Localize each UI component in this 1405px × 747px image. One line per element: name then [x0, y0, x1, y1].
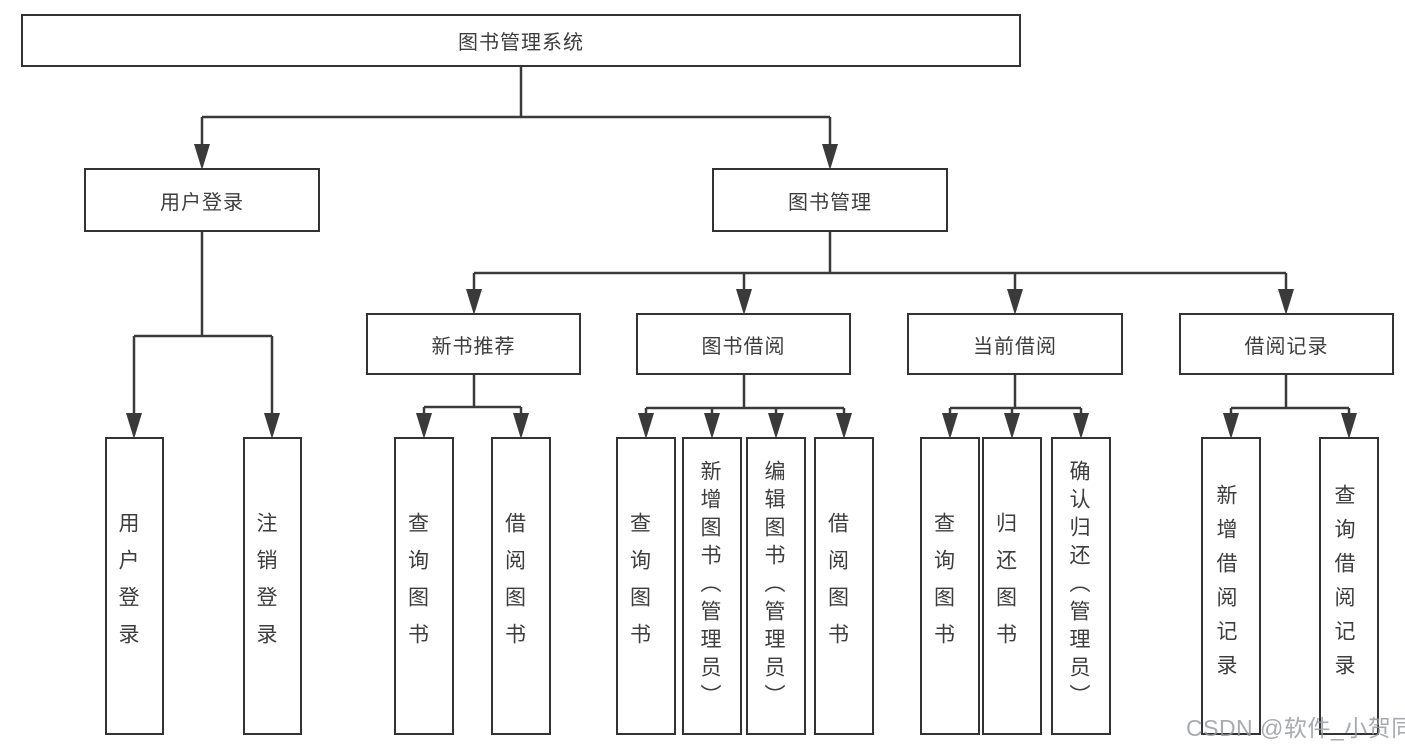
leaf-logout: 注销登录	[243, 437, 302, 735]
leaf-borrow-books-borrowing: 借阅图书	[814, 437, 874, 735]
leaf-return-books: 归还图书	[982, 437, 1042, 735]
leaf-confirm-return-admin: 确认归还（管理员）	[1051, 437, 1111, 735]
node-user-login: 用户登录	[84, 168, 320, 232]
node-book-management: 图书管理	[712, 168, 948, 232]
node-current-borrowing: 当前借阅	[907, 313, 1123, 375]
leaf-user-login: 用户登录	[105, 437, 164, 735]
node-book-borrowing: 图书借阅	[636, 313, 851, 375]
leaf-query-books-current: 查询图书	[920, 437, 980, 735]
leaf-borrow-books-recommend: 借阅图书	[491, 437, 551, 735]
leaf-query-books-borrowing: 查询图书	[616, 437, 676, 735]
csdn-watermark: CSDN @软件_小贺同学	[1186, 715, 1405, 741]
leaf-query-borrow-record: 查询借阅记录	[1319, 437, 1379, 735]
arrowheads	[126, 144, 1357, 439]
leaf-add-books-admin: 新增图书（管理员）	[682, 437, 742, 735]
node-new-book-recommendation: 新书推荐	[366, 313, 581, 375]
node-book-management-system: 图书管理系统	[21, 14, 1021, 67]
leaf-edit-books-admin: 编辑图书（管理员）	[746, 437, 806, 735]
node-borrowing-records: 借阅记录	[1179, 313, 1394, 375]
leaf-query-books-recommend: 查询图书	[394, 437, 454, 735]
leaf-add-borrow-record: 新增借阅记录	[1201, 437, 1261, 735]
